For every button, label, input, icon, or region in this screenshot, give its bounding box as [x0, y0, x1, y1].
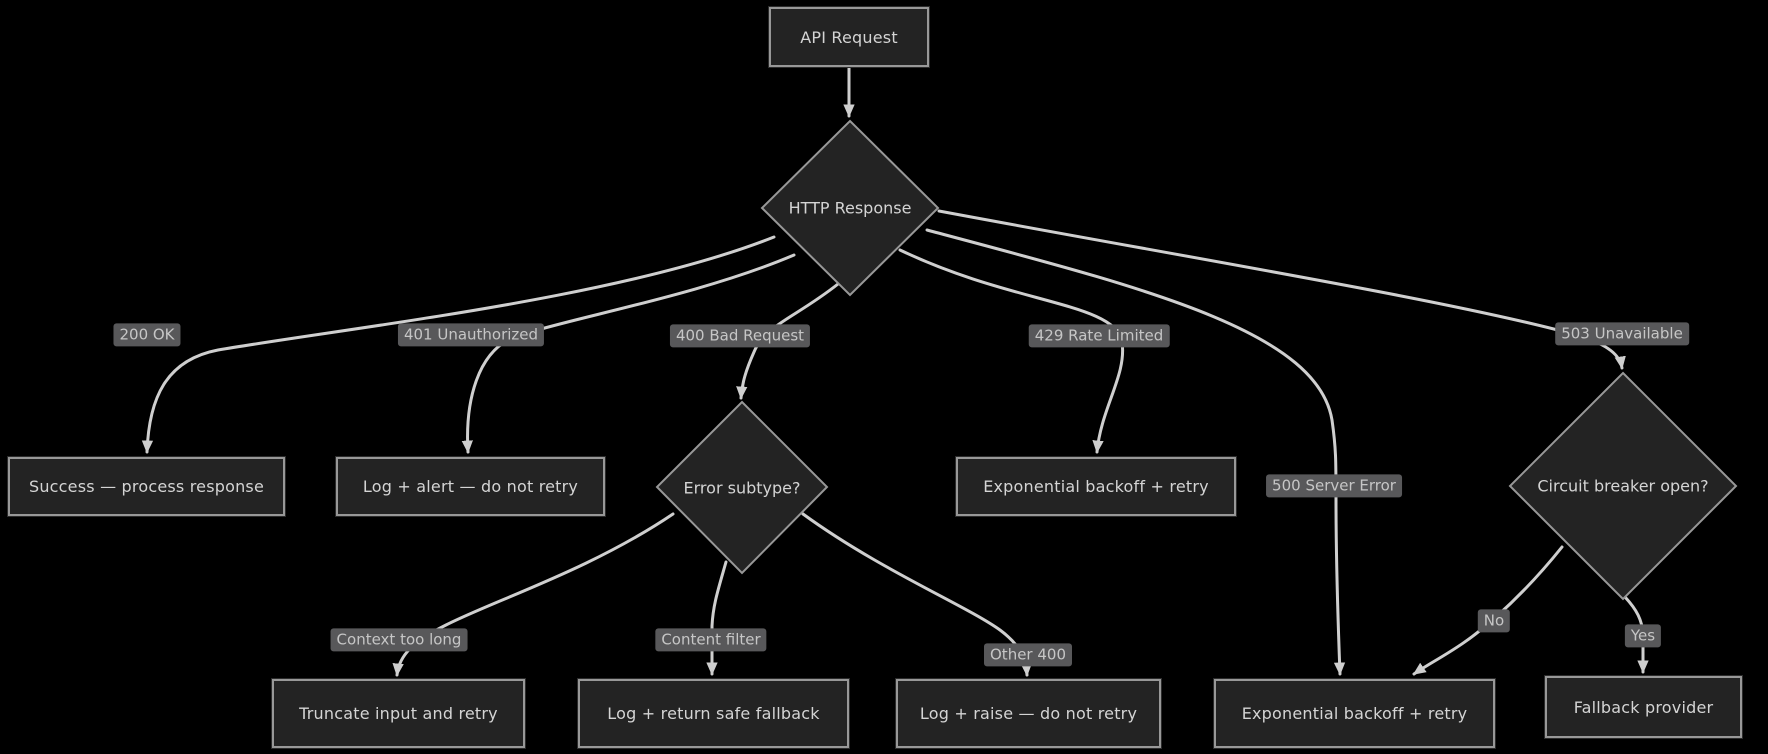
- node-safe-fallback-label: Log + return safe fallback: [607, 704, 820, 723]
- edge-503-unavailable: [937, 209, 1626, 370]
- node-fallback-provider: Fallback provider: [1545, 676, 1742, 738]
- edge-label-no: No: [1477, 609, 1511, 633]
- node-safe-fallback: Log + return safe fallback: [578, 679, 849, 748]
- node-error-subtype-label: Error subtype?: [683, 478, 801, 498]
- edge-200-ok: [141, 235, 776, 454]
- node-circuit-breaker-label: Circuit breaker open?: [1537, 476, 1709, 496]
- edge-context-too-long: [392, 512, 675, 677]
- node-log-alert: Log + alert — do not retry: [336, 457, 605, 516]
- edge-label-context-too-long: Context too long: [330, 628, 468, 652]
- decision-http-response: [760, 119, 940, 297]
- edge-429-rate-limited: [898, 248, 1125, 454]
- node-backoff-retry-1: Exponential backoff + retry: [956, 457, 1236, 516]
- edge-label-429-rate-limited: 429 Rate Limited: [1028, 324, 1170, 348]
- edge-label-500-server-error: 500 Server Error: [1266, 474, 1402, 498]
- edge-label-yes: Yes: [1624, 624, 1662, 648]
- edge-content-filter: [706, 560, 728, 676]
- node-success: Success — process response: [8, 457, 285, 516]
- edge-label-401-unauthorized: 401 Unauthorized: [397, 323, 545, 347]
- decision-circuit-breaker: [1508, 371, 1738, 601]
- node-truncate-retry: Truncate input and retry: [272, 679, 525, 748]
- node-fallback-provider-label: Fallback provider: [1573, 697, 1714, 717]
- decision-error-subtype: [655, 400, 829, 575]
- node-backoff-retry-2-label: Exponential backoff + retry: [1241, 704, 1468, 723]
- edge-400-bad-request: [736, 282, 840, 400]
- node-backoff-retry-2: Exponential backoff + retry: [1214, 679, 1495, 748]
- node-log-raise: Log + raise — do not retry: [896, 679, 1161, 748]
- edge-label-400-bad-request: 400 Bad Request: [669, 324, 811, 348]
- edge-label-other-400: Other 400: [984, 643, 1072, 667]
- node-http-response-label: HTTP Response: [788, 198, 912, 218]
- edge-label-503-unavailable: 503 Unavailable: [1555, 322, 1689, 346]
- node-api-request: API Request: [769, 7, 929, 67]
- edge-label-content-filter: Content filter: [655, 628, 767, 652]
- node-log-alert-label: Log + alert — do not retry: [362, 477, 579, 496]
- node-api-request-label: API Request: [800, 27, 898, 47]
- edge-500-server-error: [925, 228, 1346, 676]
- node-backoff-retry-1-label: Exponential backoff + retry: [983, 477, 1209, 496]
- node-log-raise-label: Log + raise — do not retry: [919, 704, 1138, 723]
- node-truncate-retry-label: Truncate input and retry: [299, 704, 498, 723]
- edge-label-200-ok: 200 OK: [113, 323, 181, 347]
- node-success-label: Success — process response: [28, 477, 265, 496]
